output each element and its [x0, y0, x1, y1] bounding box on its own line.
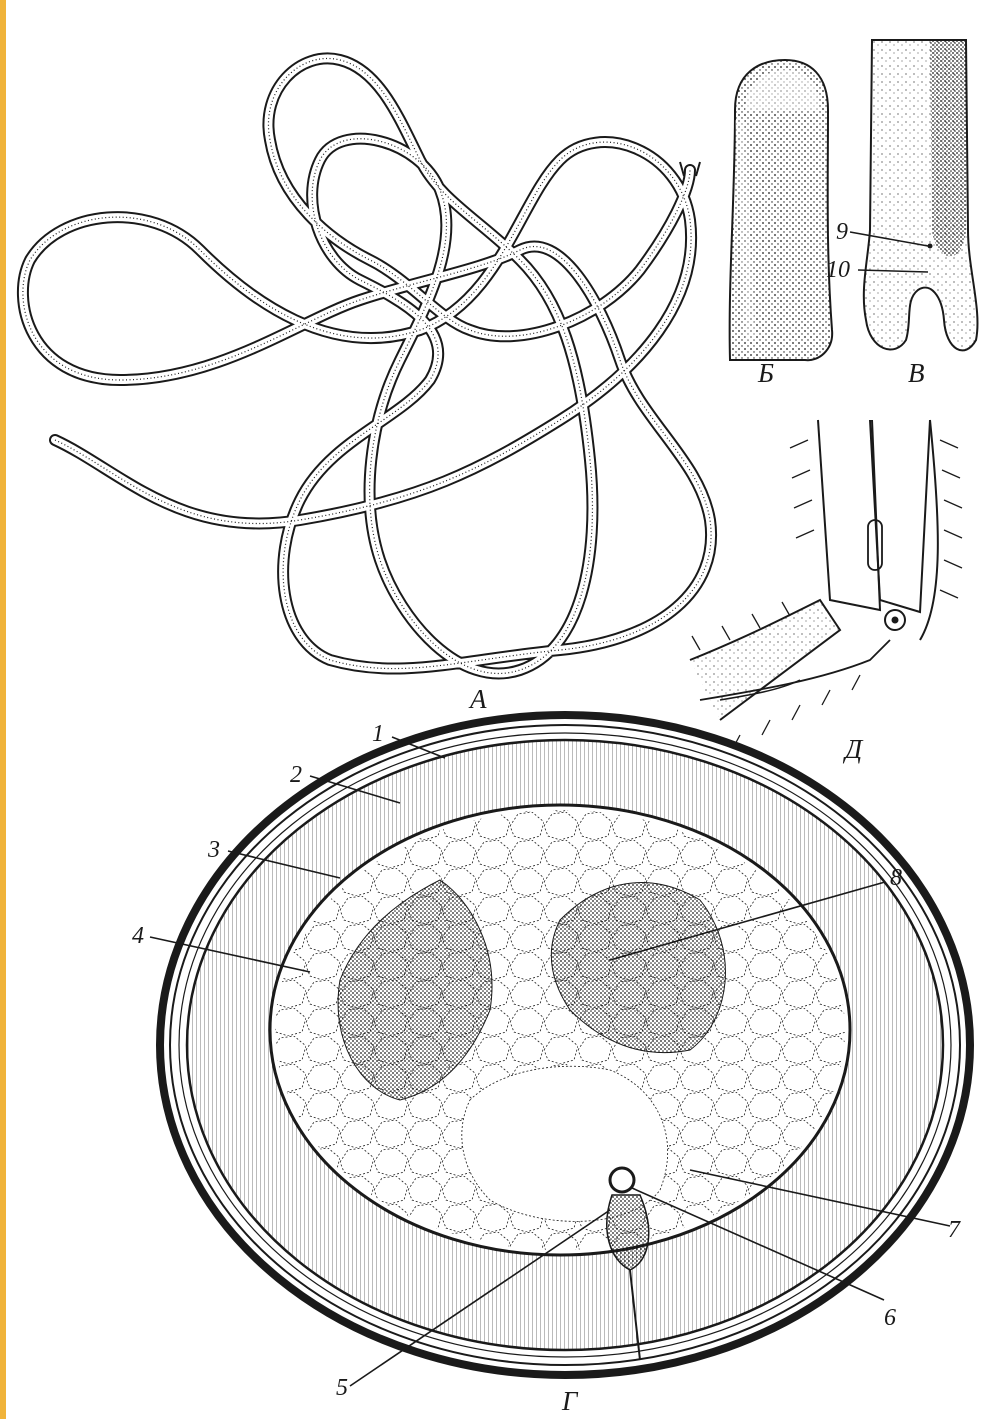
callout-9: 9 [836, 220, 848, 244]
panel-label-g: Г [562, 1388, 577, 1415]
callout-1: 1 [372, 722, 384, 746]
panel-label-a: А [470, 686, 487, 713]
callout-3: 3 [208, 838, 220, 862]
panel-c-posterior-end [850, 40, 977, 350]
callout-2: 2 [290, 763, 302, 787]
panel-label-d: Д [845, 736, 862, 763]
callout-6: 6 [884, 1306, 896, 1330]
panel-a-worm [23, 58, 711, 673]
panel-g-cross-section [160, 715, 970, 1375]
panel-d-detail [690, 420, 962, 750]
panel-label-v: В [908, 360, 925, 387]
callout-5: 5 [336, 1376, 348, 1400]
callout-8: 8 [890, 866, 902, 890]
callout-4: 4 [132, 924, 144, 948]
panel-label-b: Б [758, 360, 774, 387]
callout-7: 7 [948, 1218, 960, 1242]
callout-10: 10 [826, 258, 850, 282]
panel-b-anterior-end [730, 60, 833, 360]
